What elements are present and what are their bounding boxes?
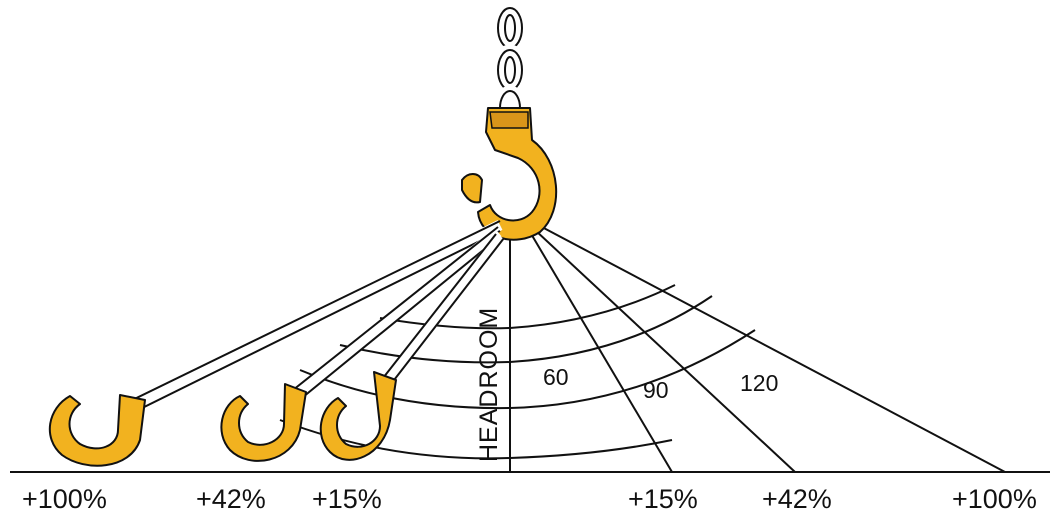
arc-middle [339,295,713,364]
left-percent-15: +15% [312,484,382,514]
angle-label-120: 120 [740,370,778,396]
master-hook-icon [461,107,558,241]
right-percent-100: +100% [952,484,1037,514]
sling-chains [117,220,505,419]
angle-line-60 [529,231,673,473]
angle-lines [529,225,1006,473]
left-percent-42: +42% [196,484,266,514]
angle-label-60: 60 [543,364,569,390]
arc-outer [299,329,756,410]
sling-hook-icon [48,371,397,467]
angle-label-90: 90 [643,377,669,403]
right-percent-42: +42% [762,484,832,514]
left-percent-100: +100% [22,484,107,514]
angle-arcs [279,284,756,460]
headroom-label: HEADROOM [475,307,503,462]
right-percent-15: +15% [628,484,698,514]
angle-line-120 [539,225,1006,473]
angle-line-90 [534,229,796,473]
